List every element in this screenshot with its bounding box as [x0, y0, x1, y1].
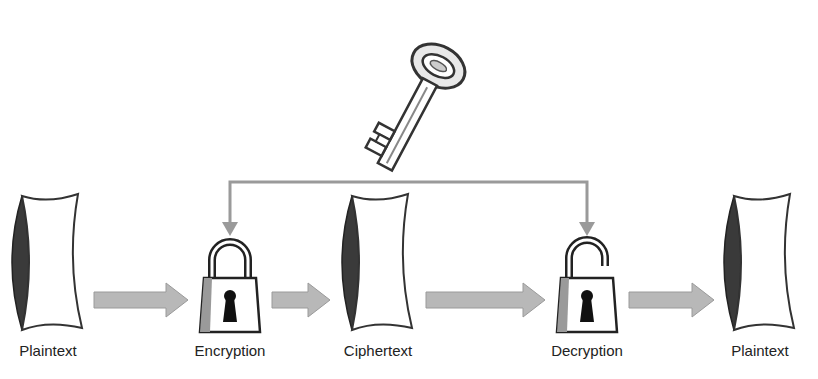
connector: [629, 283, 714, 317]
key-line: [230, 182, 587, 222]
arrowhead: [222, 222, 238, 236]
document-node: Plaintext: [2, 188, 94, 360]
document-node: Ciphertext: [330, 188, 426, 360]
keyhole-slot: [580, 298, 594, 322]
key-symbol: [360, 35, 472, 180]
lock-body: [557, 278, 617, 332]
document-page: [22, 194, 82, 330]
connector: [426, 283, 545, 317]
lock-icon: [188, 236, 272, 336]
flow-arrow: [426, 283, 545, 317]
document-node: Plaintext: [714, 188, 806, 360]
document-icon: [714, 188, 806, 336]
document-page: [352, 194, 412, 330]
node-label: Plaintext: [714, 342, 806, 360]
lock-body: [200, 278, 260, 332]
flow-arrow: [629, 283, 714, 317]
connector: [94, 283, 188, 317]
node-label: Decryption: [545, 342, 629, 360]
lock-node: Decryption: [545, 236, 629, 360]
lock-shade: [557, 278, 569, 332]
keyhole-slot: [223, 298, 237, 322]
document-icon: [330, 188, 426, 336]
lock-shackle: [569, 240, 605, 280]
connector: [222, 182, 595, 236]
node-label: Ciphertext: [330, 342, 426, 360]
connector: [272, 283, 330, 317]
lock-node: Encryption: [188, 236, 272, 360]
flow-arrow: [94, 283, 188, 317]
arrowhead: [579, 222, 595, 236]
node-label: Encryption: [188, 342, 272, 360]
flow-arrow: [272, 283, 330, 317]
lock-shackle-inner: [212, 242, 248, 280]
lock-icon: [545, 236, 629, 336]
lock-shackle-inner: [569, 240, 605, 280]
document-icon: [2, 188, 94, 336]
node-label: Plaintext: [2, 342, 94, 360]
lock-shade: [200, 278, 212, 332]
lock-shackle: [212, 242, 248, 280]
document-page: [734, 194, 794, 330]
